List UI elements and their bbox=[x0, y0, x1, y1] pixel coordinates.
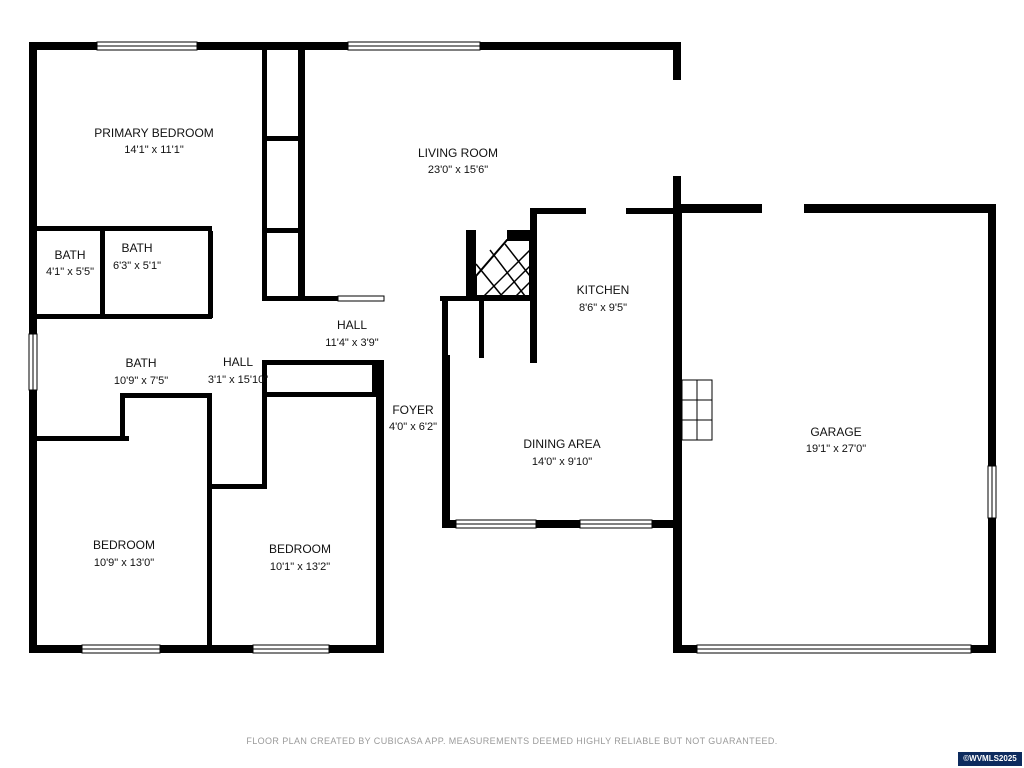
living-room-name: LIVING ROOM bbox=[418, 146, 498, 160]
living-room-dims: 23'0" x 15'6" bbox=[428, 164, 488, 176]
bedroom-left-name: BEDROOM bbox=[93, 538, 155, 552]
windows bbox=[28, 41, 997, 654]
floor-plan-disclaimer: FLOOR PLAN CREATED BY CUBICASA APP. MEAS… bbox=[246, 736, 778, 746]
hall-main-name: HALL bbox=[337, 318, 367, 332]
garage-dims: 19'1" x 27'0" bbox=[806, 443, 866, 455]
bedroom-left-dims: 10'9" x 13'0" bbox=[94, 557, 154, 569]
kitchen-name: KITCHEN bbox=[577, 283, 630, 297]
bath-a-name: BATH bbox=[54, 248, 85, 262]
garage-steps bbox=[681, 379, 713, 441]
hall-side-dims: 3'1" x 15'10" bbox=[208, 374, 268, 386]
fireplace bbox=[475, 230, 531, 297]
interior-walls bbox=[37, 50, 676, 653]
door-openings bbox=[212, 80, 804, 484]
bedroom-mid-dims: 10'1" x 13'2" bbox=[270, 561, 330, 573]
room-labels: PRIMARY BEDROOM 14'1" x 11'1" LIVING ROO… bbox=[46, 126, 866, 573]
bath-c-dims: 10'9" x 7'5" bbox=[114, 375, 168, 387]
mls-badge: ©WVMLS2025 bbox=[958, 752, 1022, 766]
bath-a-dims: 4'1" x 5'5" bbox=[46, 266, 94, 278]
hall-main-dims: 11'4" x 3'9" bbox=[325, 337, 378, 349]
bath-b-dims: 6'3" x 5'1" bbox=[113, 260, 161, 272]
bath-c-name: BATH bbox=[125, 356, 156, 370]
dining-area-name: DINING AREA bbox=[523, 437, 600, 451]
primary-bedroom-dims: 14'1" x 11'1" bbox=[124, 144, 184, 156]
foyer-dims: 4'0" x 6'2" bbox=[389, 421, 437, 433]
bedroom-mid-name: BEDROOM bbox=[269, 542, 331, 556]
kitchen-dims: 8'6" x 9'5" bbox=[579, 302, 627, 314]
foyer-name: FOYER bbox=[392, 403, 434, 417]
bath-b-name: BATH bbox=[121, 241, 152, 255]
garage-name: GARAGE bbox=[810, 425, 861, 439]
primary-bedroom-name: PRIMARY BEDROOM bbox=[94, 126, 214, 140]
hall-side-name: HALL bbox=[223, 355, 253, 369]
dining-area-dims: 14'0" x 9'10" bbox=[532, 456, 592, 468]
